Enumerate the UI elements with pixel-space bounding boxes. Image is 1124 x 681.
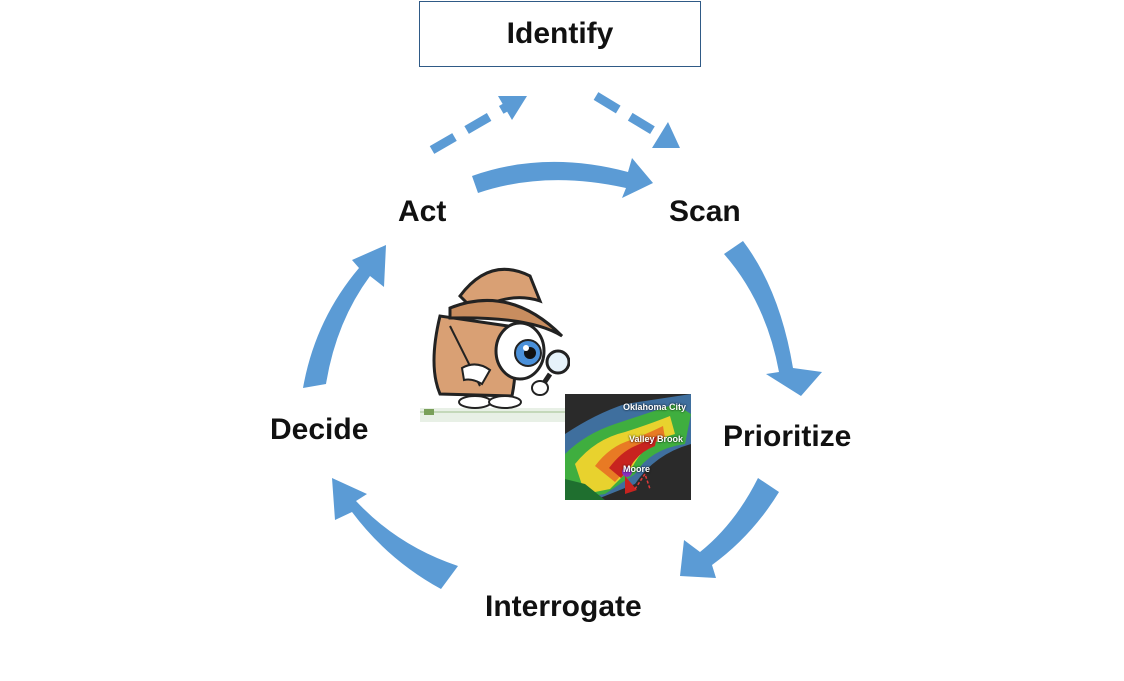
- radar-label-moore: Moore: [623, 464, 650, 474]
- identify-label: Identify: [506, 17, 614, 50]
- detective-eye-magnifier-icon: [420, 267, 570, 422]
- arrow-prioritize-to-interrogate: [680, 478, 779, 578]
- dashed-arrow-act-to-identify: [429, 96, 527, 154]
- step-prioritize-label: Prioritize: [723, 420, 852, 453]
- arrow-act-to-scan: [472, 158, 653, 198]
- arrow-interrogate-to-decide: [332, 478, 458, 589]
- radar-label-oklahoma-city: Oklahoma City: [623, 402, 687, 412]
- identify-box: Identify: [419, 1, 701, 67]
- radar-map-image: Oklahoma City Valley Brook Moore: [565, 394, 691, 500]
- radar-reflectivity-graphic: [565, 394, 691, 500]
- step-decide-label: Decide: [270, 413, 369, 446]
- step-interrogate-label: Interrogate: [485, 590, 642, 623]
- step-scan-label: Scan: [669, 195, 741, 228]
- arrow-scan-to-prioritize: [724, 241, 822, 396]
- arrow-decide-to-act: [303, 245, 386, 388]
- step-act-label: Act: [398, 195, 447, 228]
- dashed-arrow-identify-to-scan: [593, 92, 680, 148]
- radar-label-valley-brook: Valley Brook: [629, 434, 684, 444]
